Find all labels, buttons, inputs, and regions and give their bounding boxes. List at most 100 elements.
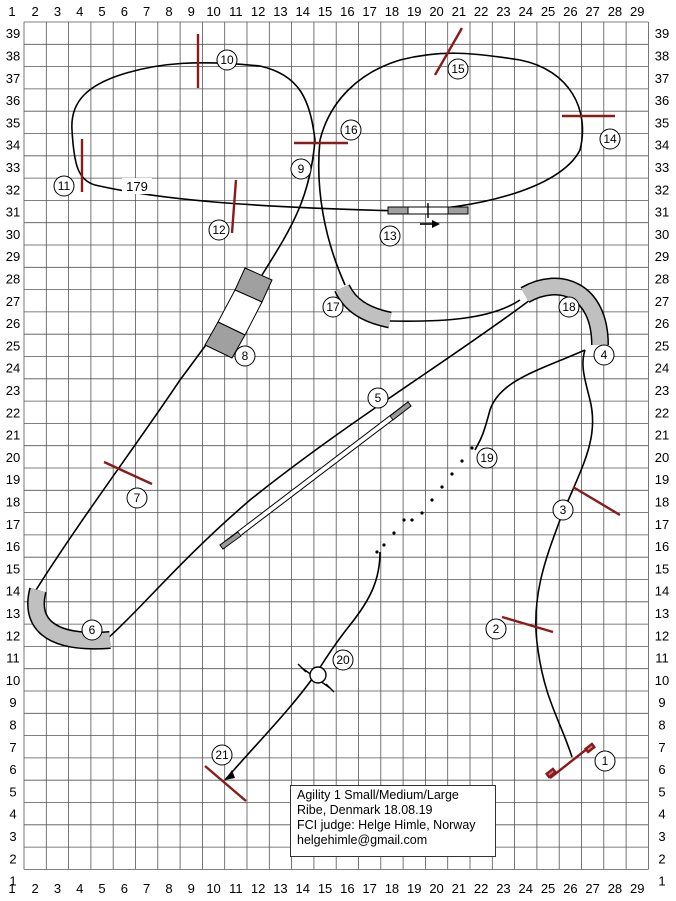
y-tick-left: 22 [6, 405, 20, 420]
y-tick-left: 20 [6, 450, 20, 465]
marker-3: 3 [552, 499, 574, 521]
y-tick-right: 19 [655, 472, 669, 487]
marker-10: 10 [216, 49, 238, 71]
y-tick-right: 7 [658, 740, 665, 755]
info-class: Agility 1 Small/Medium/Large [297, 788, 459, 802]
y-tick-left: 16 [6, 539, 20, 554]
y-tick-left: 15 [6, 561, 20, 576]
jump-21 [204, 765, 247, 802]
x-tick-bottom: 29 [630, 881, 644, 896]
x-tick-bottom: 1 [8, 881, 15, 896]
y-tick-left: 3 [9, 829, 16, 844]
number-markers: 1 2 3 4 5 6 7 8 9 10 11 12 13 14 15 16 1… [53, 49, 621, 772]
marker-7: 7 [126, 487, 148, 509]
info-location-date: Ribe, Denmark 18.08.19 [297, 803, 433, 817]
y-tick-right: 16 [655, 539, 669, 554]
tunnel-6 [27, 587, 111, 650]
dotted-line [375, 446, 474, 554]
marker-8: 8 [234, 345, 256, 367]
y-tick-right: 35 [655, 115, 669, 130]
x-tick-bottom: 6 [121, 881, 128, 896]
marker-21: 21 [211, 744, 233, 766]
x-tick-bottom: 20 [429, 881, 443, 896]
jump-2 [501, 615, 554, 634]
y-tick-right: 18 [655, 494, 669, 509]
svg-text:5: 5 [375, 391, 382, 405]
y-tick-right: 33 [655, 160, 669, 175]
x-tick-bottom: 7 [143, 881, 150, 896]
svg-text:7: 7 [134, 491, 141, 505]
y-tick-left: 9 [9, 695, 16, 710]
jump-15 [433, 27, 464, 76]
x-tick-bottom: 27 [585, 881, 599, 896]
y-tick-right: 4 [658, 807, 665, 822]
svg-text:2: 2 [493, 622, 500, 636]
y-tick-right: 5 [658, 784, 665, 799]
x-tick-bottom: 8 [165, 881, 172, 896]
svg-text:3: 3 [560, 503, 567, 517]
x-tick-bottom: 28 [608, 881, 622, 896]
svg-text:9: 9 [298, 162, 305, 176]
y-tick-right: 34 [655, 138, 669, 153]
y-tick-left: 19 [6, 472, 20, 487]
y-tick-left: 32 [6, 182, 20, 197]
svg-text:10: 10 [220, 53, 234, 67]
course-length: 179 [122, 178, 152, 194]
y-tick-right: 28 [655, 271, 669, 286]
x-tick-top: 16 [340, 4, 354, 19]
seesaw-direction-arrow [420, 220, 440, 228]
x-tick-top: 6 [121, 4, 128, 19]
jump-3 [572, 485, 621, 517]
marker-14: 14 [599, 128, 621, 150]
x-tick-bottom: 23 [496, 881, 510, 896]
y-tick-left: 27 [6, 294, 20, 309]
marker-4: 4 [593, 344, 615, 366]
y-tick-right: 6 [658, 762, 665, 777]
x-tick-top: 7 [143, 4, 150, 19]
marker-17: 17 [322, 296, 344, 318]
aframe [204, 267, 273, 359]
y-axis-right: 3938373635343332313029282726252423222120… [655, 26, 669, 888]
x-tick-bottom: 18 [385, 881, 399, 896]
dogwalk [219, 401, 412, 550]
svg-text:4: 4 [601, 348, 608, 362]
y-tick-right: 39 [655, 26, 669, 41]
y-tick-left: 8 [9, 717, 16, 732]
y-tick-left: 10 [6, 673, 20, 688]
x-tick-top: 26 [563, 4, 577, 19]
jumps [80, 27, 621, 802]
x-tick-top: 24 [519, 4, 533, 19]
y-tick-left: 34 [6, 138, 20, 153]
x-tick-top: 12 [251, 4, 265, 19]
svg-text:19: 19 [480, 451, 494, 465]
x-tick-top: 29 [630, 4, 644, 19]
x-tick-top: 27 [585, 4, 599, 19]
svg-text:12: 12 [212, 223, 226, 237]
jump-7 [103, 460, 153, 486]
y-axis-left: 3938373635343332313029282726252423222120… [6, 26, 20, 888]
x-tick-top: 8 [165, 4, 172, 19]
svg-text:17: 17 [326, 300, 340, 314]
y-tick-right: 8 [658, 717, 665, 732]
y-tick-right: 32 [655, 182, 669, 197]
y-tick-left: 39 [6, 26, 20, 41]
y-tick-right: 13 [655, 606, 669, 621]
y-tick-right: 26 [655, 316, 669, 331]
x-tick-top: 10 [206, 4, 220, 19]
x-tick-top: 17 [362, 4, 376, 19]
y-tick-right: 17 [655, 517, 669, 532]
x-tick-top: 2 [32, 4, 39, 19]
y-tick-right: 22 [655, 405, 669, 420]
svg-text:11: 11 [58, 179, 71, 193]
x-tick-bottom: 2 [32, 881, 39, 896]
y-tick-left: 13 [6, 606, 20, 621]
y-tick-left: 30 [6, 227, 20, 242]
x-tick-bottom: 10 [206, 881, 220, 896]
x-tick-bottom: 13 [273, 881, 287, 896]
y-tick-right: 1 [658, 874, 665, 889]
y-tick-left: 24 [6, 361, 20, 376]
y-tick-left: 5 [9, 784, 16, 799]
svg-text:18: 18 [562, 300, 576, 314]
marker-16: 16 [340, 119, 362, 141]
